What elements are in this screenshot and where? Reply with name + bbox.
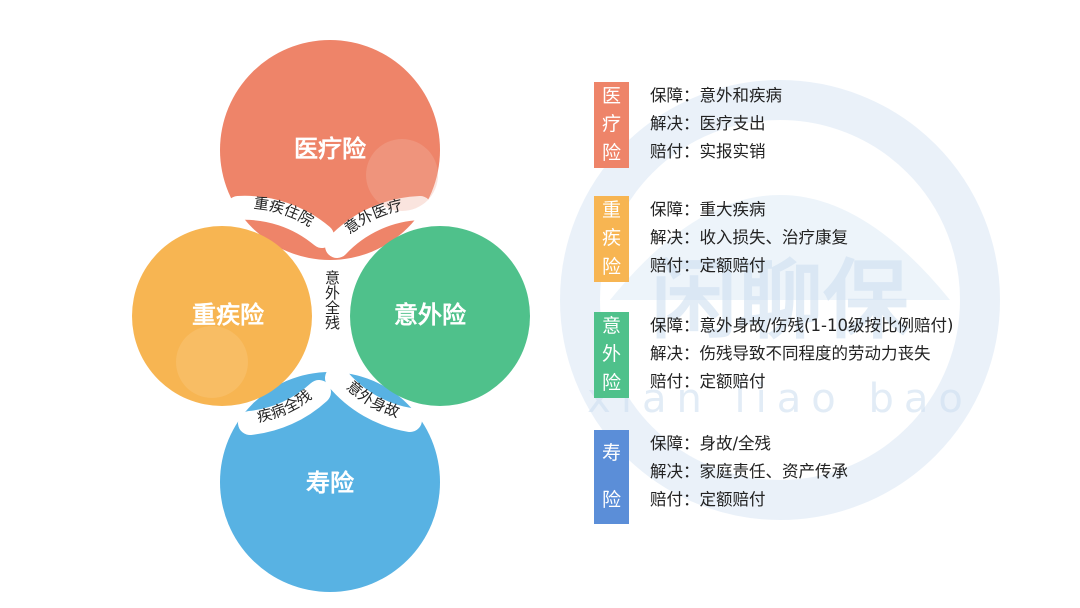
circle-critical	[132, 226, 312, 406]
legend-line-payout: 赔付：实报实销	[650, 142, 766, 161]
legend-panel-medical: 医 疗 险 保障：意外和疾病 解决：医疗支出 赔付：实报实销	[594, 82, 1034, 168]
overlap-band-accident-life	[325, 366, 422, 432]
legend-tag-char: 疗	[601, 113, 621, 136]
legend-tag-char: 寿	[601, 442, 621, 464]
circle-watermark-stamps	[176, 139, 438, 398]
overlap-band-critical-life	[238, 380, 331, 435]
legend-tag-char: 险	[601, 256, 621, 279]
legend-tag-critical: 重 疾 险	[594, 196, 629, 282]
watermark-logo-text: 闲聊保	[651, 251, 910, 351]
legend-line-coverage: 保障：意外身故/伤残(1-10级按比例赔付)	[650, 316, 954, 335]
circle-label-critical: 重疾险	[192, 301, 265, 329]
overlap-band-medical-critical	[226, 195, 334, 248]
legend-tag-char: 外	[601, 343, 621, 366]
circle-accident	[350, 226, 530, 406]
legend-line-payout: 赔付：定额赔付	[650, 256, 766, 275]
legend-line-coverage: 保障：身故/全残	[650, 434, 772, 453]
legend-line-coverage: 保障：意外和疾病	[650, 86, 782, 105]
watermark-pinyin: xian liao bao	[587, 376, 973, 422]
legend-line-solves: 解决：收入损失、治疗康复	[650, 228, 848, 247]
legend-tag-char: 疾	[601, 227, 621, 250]
legend-line-payout: 赔付：定额赔付	[650, 372, 766, 391]
circle-label-accident: 意外险	[394, 301, 467, 329]
legend-tag-life: 寿 险	[594, 430, 629, 524]
legend-line-coverage: 保障：重大疾病	[650, 200, 766, 219]
legend-tag-char: 重	[601, 198, 621, 221]
overlap-band-medical-accident	[325, 196, 432, 258]
legend-tag-char: 险	[601, 142, 621, 165]
legend-tag-char: 险	[601, 372, 621, 395]
legend-line-solves: 解决：伤残导致不同程度的劳动力丧失	[650, 344, 931, 363]
legend-line-solves: 解决：医疗支出	[650, 114, 766, 133]
circle-label-medical: 医疗险	[294, 135, 367, 163]
legend-line-payout: 赔付：定额赔付	[650, 490, 766, 509]
legend-tag-char: 险	[601, 489, 621, 511]
legend-tag-medical: 医 疗 险	[594, 82, 629, 168]
legend-tag-char: 医	[601, 84, 621, 107]
legend-panel-life: 寿 险 保障：身故/全残 解决：家庭责任、资产传承 赔付：定额赔付	[594, 430, 1034, 524]
circle-label-life: 寿险	[306, 469, 355, 497]
legend-tag-accident: 意 外 险	[594, 312, 629, 398]
legend-panel-critical: 重 疾 险 保障：重大疾病 解决：收入损失、治疗康复 赔付：定额赔付	[594, 196, 1034, 282]
legend-line-solves: 解决：家庭责任、资产传承	[650, 462, 848, 481]
legend-tag-char: 意	[601, 314, 621, 337]
overlap-label-critical-accident: 意外全残	[323, 269, 341, 331]
legend-panel-accident: 意 外 险 保障：意外身故/伤残(1-10级按比例赔付) 解决：伤残导致不同程度…	[594, 312, 1034, 398]
overlap-band-critical-accident	[317, 262, 347, 366]
